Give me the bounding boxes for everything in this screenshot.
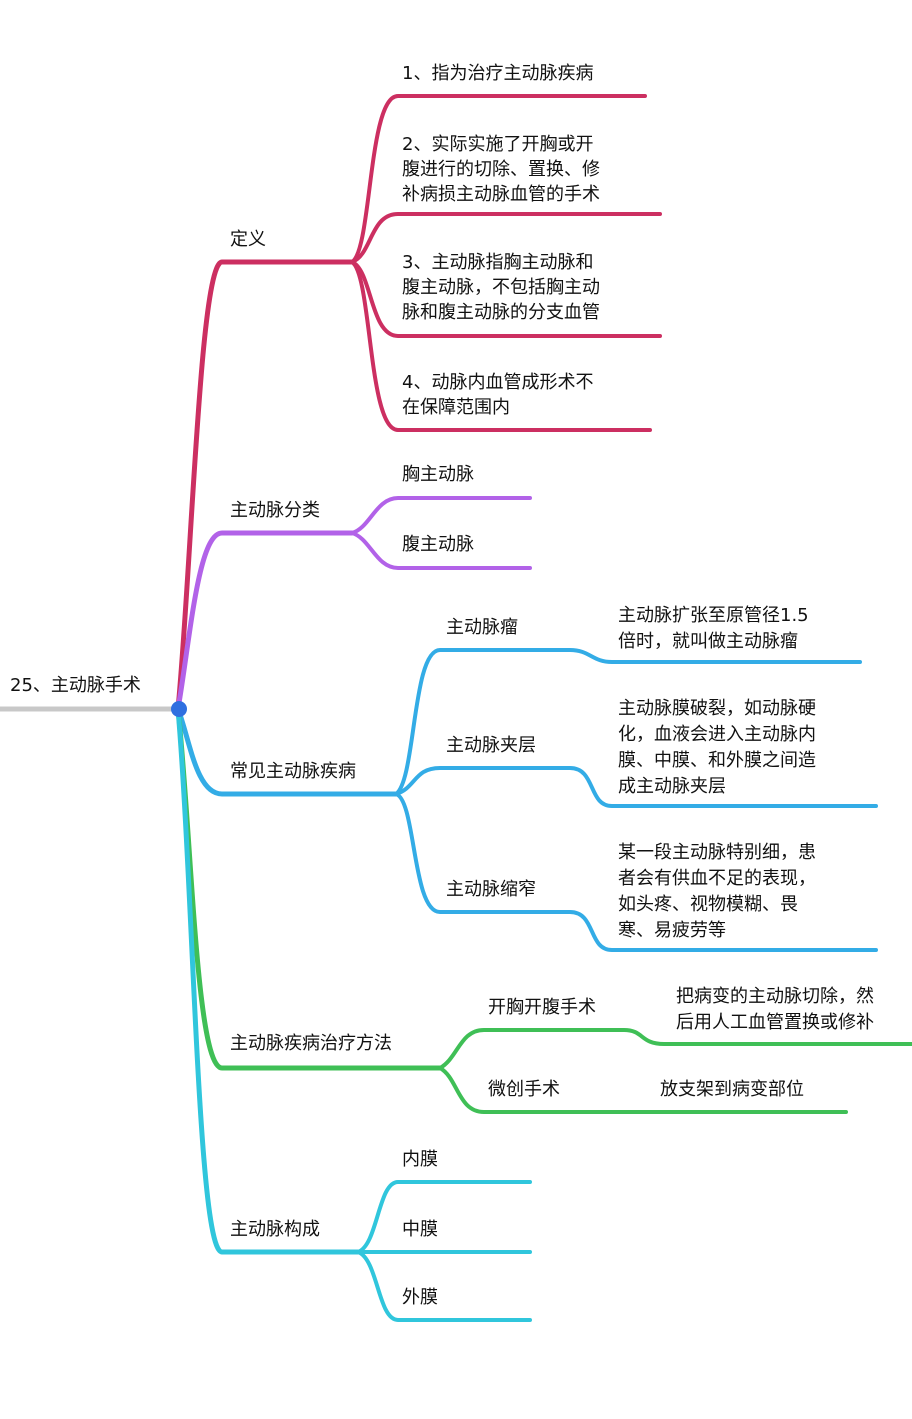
definition-item-1-line-1: 1、指为治疗主动脉疾病 (402, 63, 594, 84)
treatment-minimally-invasive-detail[interactable]: 放支架到病变部位 (660, 1079, 804, 1100)
treatment-open-surgery-detail[interactable]: 把病变的主动脉切除，然 后用人工血管置换或修补 (676, 984, 874, 1036)
disease-coarctation-detail-line-1: 某一段主动脉特别细，患 (618, 842, 816, 863)
disease-dissection-detail-line-4: 成主动脉夹层 (618, 776, 726, 797)
connector-def-4 (350, 260, 652, 432)
branch-treatment-label[interactable]: 主动脉疾病治疗方法 (230, 1033, 392, 1054)
connector-classification (175, 530, 355, 712)
disease-aneurysm-detail-line-1: 主动脉扩张至原管径1.5 (618, 605, 809, 626)
branch-diseases-label[interactable]: 常见主动脉疾病 (230, 761, 356, 782)
definition-item-1[interactable]: 1、指为治疗主动脉疾病 (402, 62, 593, 86)
disease-coarctation-detail-line-4: 寒、易疲劳等 (618, 920, 726, 941)
disease-aneurysm-label[interactable]: 主动脉瘤 (446, 617, 518, 638)
definition-item-2-line-1: 2、实际实施了开胸或开 (402, 134, 594, 155)
definition-item-2[interactable]: 2、实际实施了开胸或开 腹进行的切除、置换、修 补病损主动脉血管的手术 (402, 132, 600, 207)
definition-item-3-line-2: 腹主动脉，不包括胸主动 (402, 277, 600, 298)
connector-dis-2 (394, 766, 878, 808)
composition-adventitia[interactable]: 外膜 (402, 1287, 438, 1308)
branch-definition-label[interactable]: 定义 (230, 229, 266, 250)
definition-item-4[interactable]: 4、动脉内血管成形术不 在保障范围内 (402, 370, 593, 420)
classification-item-thoracic[interactable]: 胸主动脉 (402, 464, 474, 485)
disease-coarctation-detail[interactable]: 某一段主动脉特别细，患 者会有供血不足的表现， 如头疼、视物模糊、畏 寒、易疲劳… (618, 840, 816, 944)
classification-item-abdominal[interactable]: 腹主动脉 (402, 534, 474, 555)
connector-cmp-3 (356, 1250, 532, 1322)
disease-coarctation-detail-line-3: 如头疼、视物模糊、畏 (618, 894, 798, 915)
connector-composition (175, 706, 361, 1255)
connector-def-2 (350, 212, 662, 264)
disease-dissection-detail-line-2: 化，血液会进入主动脉内 (618, 724, 816, 745)
definition-item-3[interactable]: 3、主动脉指胸主动脉和 腹主动脉，不包括胸主动 脉和腹主动脉的分支血管 (402, 250, 600, 325)
disease-dissection-detail[interactable]: 主动脉膜破裂，如动脉硬 化，血液会进入主动脉内 膜、中膜、和外膜之间造 成主动脉… (618, 696, 816, 800)
branch-composition-label[interactable]: 主动脉构成 (230, 1219, 320, 1240)
connector-dis-1 (394, 648, 862, 796)
connector-cmp-1 (356, 1180, 532, 1254)
disease-dissection-detail-line-1: 主动脉膜破裂，如动脉硬 (618, 698, 816, 719)
connector-definition (175, 259, 355, 712)
treatment-open-surgery-detail-line-1: 把病变的主动脉切除，然 (676, 986, 874, 1007)
treatment-minimally-invasive-label[interactable]: 微创手术 (488, 1079, 560, 1100)
definition-item-4-line-1: 4、动脉内血管成形术不 (402, 372, 594, 393)
definition-item-2-line-3: 补病损主动脉血管的手术 (402, 184, 600, 205)
root-node-dot[interactable] (171, 701, 187, 717)
definition-item-3-line-1: 3、主动脉指胸主动脉和 (402, 252, 594, 273)
disease-coarctation-label[interactable]: 主动脉缩窄 (446, 879, 536, 900)
treatment-open-surgery-detail-line-2: 后用人工血管置换或修补 (676, 1012, 874, 1033)
definition-item-4-line-2: 在保障范围内 (402, 397, 510, 418)
disease-aneurysm-detail[interactable]: 主动脉扩张至原管径1.5 倍时，就叫做主动脉瘤 (618, 603, 809, 655)
root-topic[interactable]: 25、主动脉手术 (10, 675, 141, 696)
treatment-open-surgery-label[interactable]: 开胸开腹手术 (488, 997, 596, 1018)
connector-dis-3 (394, 792, 878, 952)
disease-dissection-label[interactable]: 主动脉夹层 (446, 735, 536, 756)
definition-item-2-line-2: 腹进行的切除、置换、修 (402, 159, 600, 180)
connector-cls-2 (350, 531, 532, 570)
disease-aneurysm-detail-line-2: 倍时，就叫做主动脉瘤 (618, 631, 798, 652)
connector-cls-1 (350, 496, 532, 535)
connector-trt-1 (438, 1028, 912, 1070)
connector-def-1 (350, 94, 647, 264)
connector-diseases (175, 706, 399, 797)
definition-item-3-line-3: 脉和腹主动脉的分支血管 (402, 302, 600, 323)
connector-trt-2 (438, 1066, 848, 1114)
disease-coarctation-detail-line-2: 者会有供血不足的表现， (618, 868, 816, 889)
disease-dissection-detail-line-3: 膜、中膜、和外膜之间造 (618, 750, 816, 771)
composition-media[interactable]: 中膜 (402, 1219, 438, 1240)
branch-classification-label[interactable]: 主动脉分类 (230, 500, 320, 521)
composition-intima[interactable]: 内膜 (402, 1149, 438, 1170)
